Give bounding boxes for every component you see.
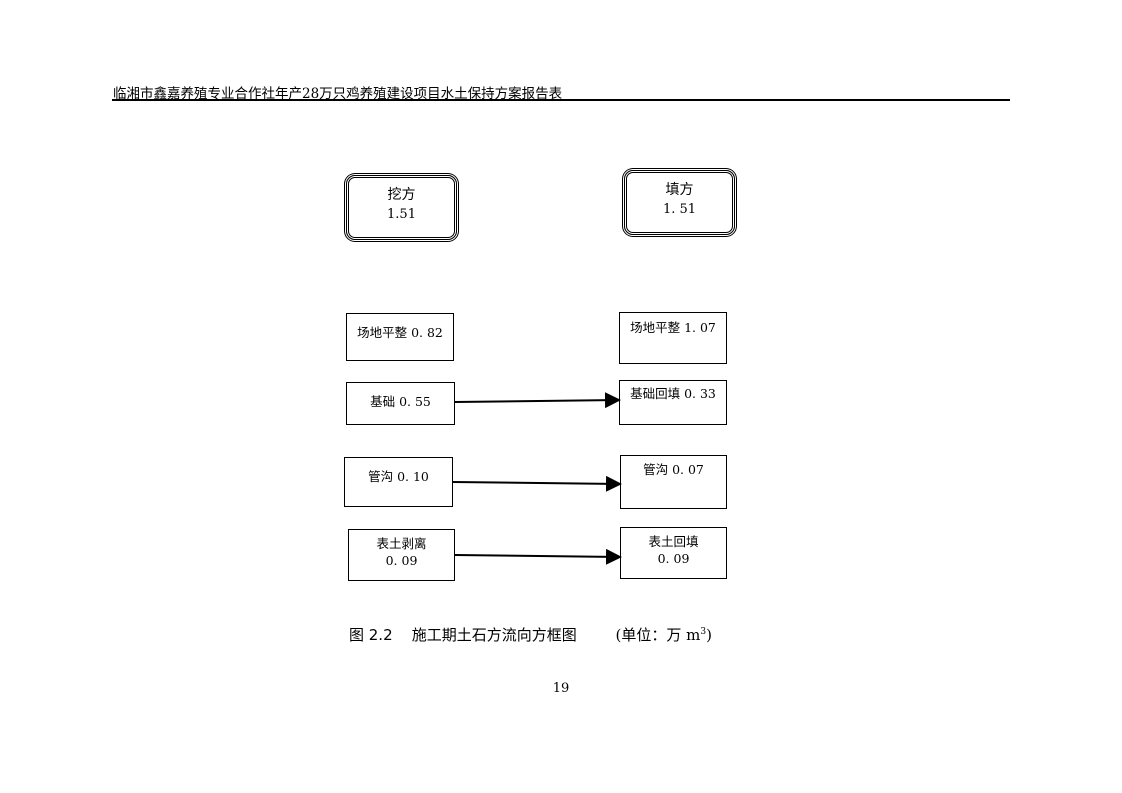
excavation-label: 挖方 xyxy=(387,187,416,203)
fill-label: 填方 xyxy=(665,182,694,198)
box-label: 基础回填 0. 33 xyxy=(630,386,716,401)
left-box-trench: 管沟 0. 10 xyxy=(344,457,453,507)
unit-close: ) xyxy=(706,626,712,644)
excavation-value: 1.51 xyxy=(387,207,416,222)
left-box-site-leveling: 场地平整 0. 82 xyxy=(346,313,454,361)
left-box-foundation: 基础 0. 55 xyxy=(346,382,455,425)
document-header: 临湘市鑫嘉养殖专业合作社年产28万只鸡养殖建设项目水土保持方案报告表 xyxy=(113,86,563,102)
right-box-site-leveling: 场地平整 1. 07 xyxy=(619,312,727,364)
box-value: 0. 09 xyxy=(657,551,690,566)
box-label: 管沟 0. 10 xyxy=(368,469,429,484)
figure-caption: 图 2.2 施工期土石方流向方框图 (单位：万 m3) xyxy=(349,624,712,645)
figure-unit: (单位：万 m3) xyxy=(616,626,712,644)
figure-title: 施工期土石方流向方框图 xyxy=(411,626,577,644)
box-label: 场地平整 0. 82 xyxy=(357,325,443,340)
box-label: 表土回填 xyxy=(648,534,699,549)
unit-sup: 3 xyxy=(700,627,707,637)
page-number: 19 xyxy=(552,681,570,696)
box-value: 0. 09 xyxy=(385,553,418,568)
fill-total-box: 填方 1. 51 xyxy=(624,170,735,235)
arrow-topsoil xyxy=(454,548,622,565)
header-divider xyxy=(112,99,1010,101)
left-box-topsoil-stripping: 表土剥离 0. 09 xyxy=(348,529,455,581)
box-label: 管沟 0. 07 xyxy=(643,462,704,477)
arrow-trench xyxy=(452,475,622,492)
arrow-foundation xyxy=(454,392,621,409)
box-label: 表土剥离 xyxy=(376,536,427,551)
excavation-total-box: 挖方 1.51 xyxy=(346,175,457,240)
right-box-topsoil-backfill: 表土回填 0. 09 xyxy=(620,527,727,579)
unit-text: (单位：万 m xyxy=(615,626,701,644)
box-label: 场地平整 1. 07 xyxy=(630,320,716,335)
fill-value: 1. 51 xyxy=(662,202,697,217)
box-label: 基础 0. 55 xyxy=(370,394,431,409)
figure-number: 图 2.2 xyxy=(349,626,393,644)
